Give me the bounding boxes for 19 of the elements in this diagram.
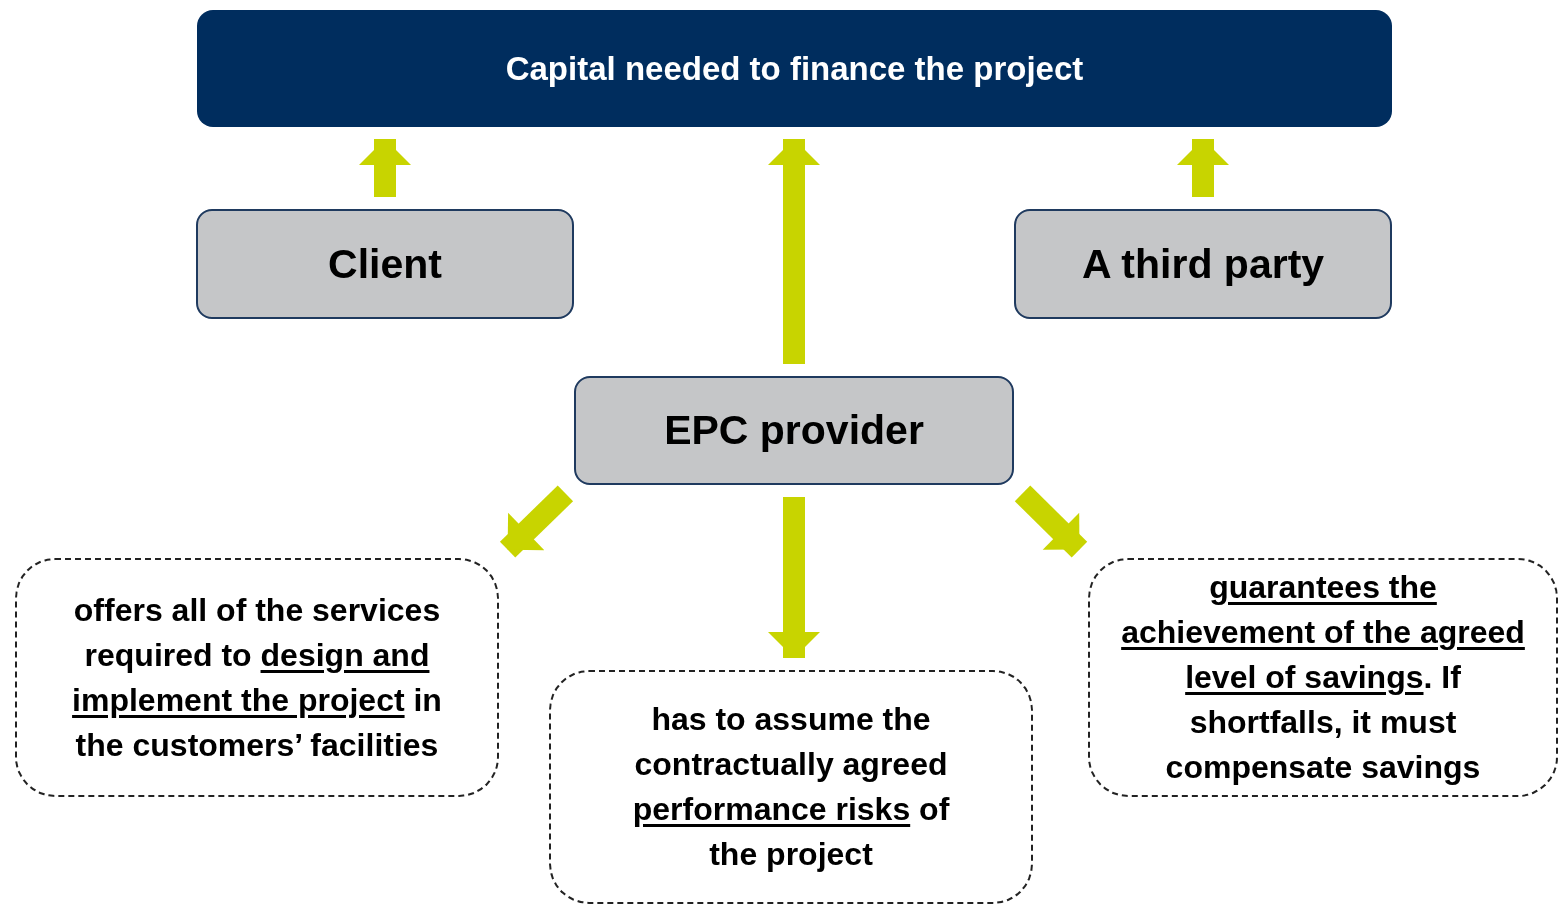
node-text: offers all of the services required to design and implement the project in the customers’ facilities	[71, 590, 443, 765]
funding-banner	[197, 10, 1392, 127]
note-box	[15, 558, 499, 797]
note-box	[549, 670, 1033, 904]
node-text: EPC provider	[664, 407, 924, 454]
node-text: A third party	[1081, 240, 1325, 288]
node-text: guarantees the achievement of the agreed level of savings. If shortfalls, it must compensate savings	[1120, 568, 1526, 787]
party-box	[574, 376, 1014, 485]
note-box	[1088, 558, 1558, 797]
block-arrow	[499, 485, 574, 558]
block-arrow	[768, 139, 820, 364]
block-arrow	[359, 139, 411, 197]
block-arrow	[1014, 485, 1088, 558]
node-text: has to assume the contractually agreed performance risks of the project	[631, 700, 951, 874]
party-box	[1014, 209, 1392, 319]
block-arrow	[1177, 139, 1229, 197]
node-text: Capital needed to finance the project	[505, 49, 1084, 88]
party-box	[196, 209, 574, 319]
node-text: Client	[328, 240, 442, 288]
